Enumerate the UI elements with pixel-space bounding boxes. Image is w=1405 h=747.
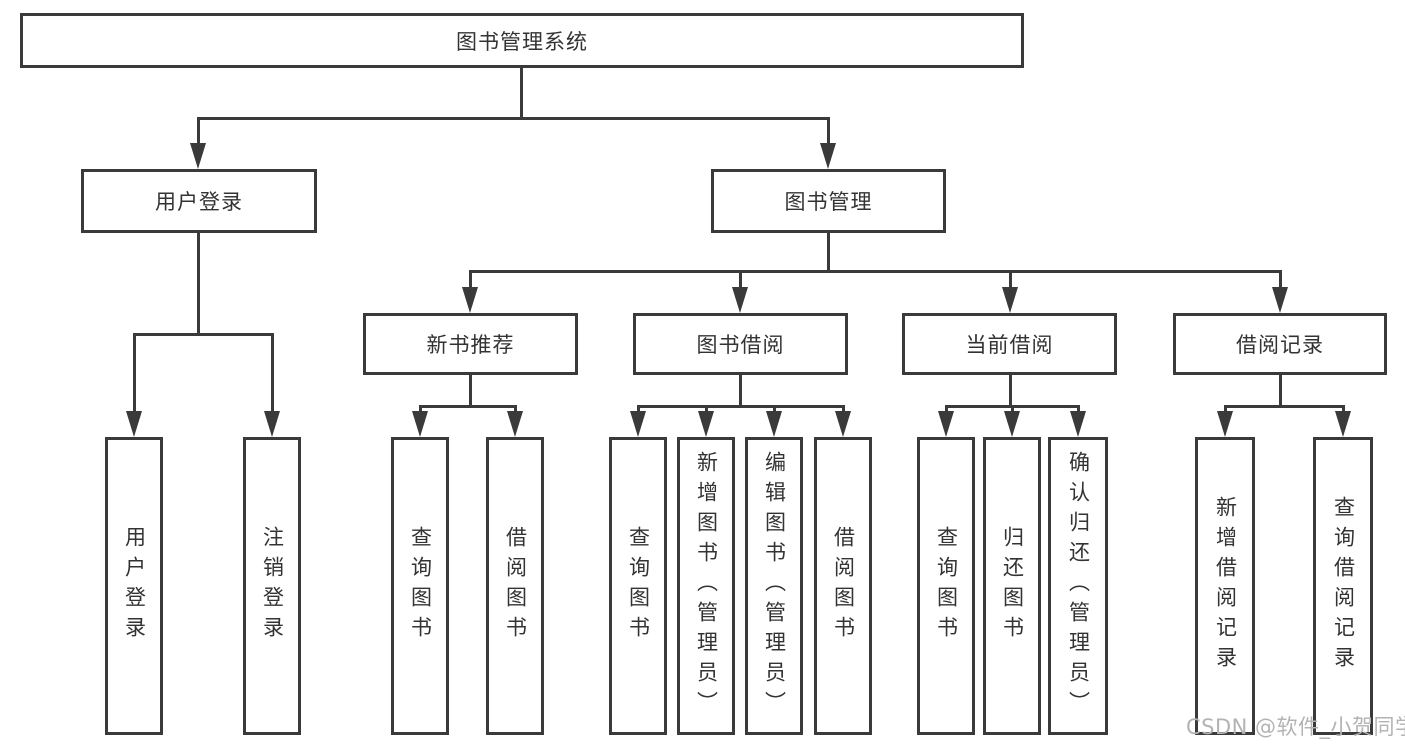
node-label: 当前借阅 — [965, 333, 1054, 357]
connector-line — [826, 117, 830, 145]
connector-line — [1008, 375, 1012, 408]
leaf-label: 新增图书（管理员） — [694, 451, 719, 721]
connector-line — [1008, 270, 1012, 289]
node-label: 图书借阅 — [696, 333, 785, 357]
node-new-book-recommend: 新书推荐 — [363, 313, 578, 375]
leaf-label: 确认归还（管理员） — [1066, 451, 1091, 721]
leaf-confirm-return-admin: 确认归还（管理员） — [1048, 437, 1108, 735]
connector-line — [636, 405, 845, 408]
arrow-down-icon — [412, 411, 428, 437]
arrow-down-icon — [264, 411, 280, 437]
leaf-edit-books-admin: 编辑图书（管理员） — [745, 437, 803, 735]
connector-line — [1341, 405, 1345, 414]
arrow-down-icon — [1217, 411, 1233, 437]
arrow-down-icon — [820, 143, 836, 169]
connector-line — [1010, 405, 1014, 414]
watermark: CSDN @软件_小贺同学 — [1186, 715, 1405, 739]
connector-line — [270, 333, 274, 413]
leaf-return-books: 归还图书 — [983, 437, 1041, 735]
node-label: 图书管理系统 — [456, 29, 588, 54]
connector-line — [132, 333, 274, 336]
node-book-borrow: 图书借阅 — [633, 313, 848, 375]
connector-line — [772, 405, 776, 414]
arrow-down-icon — [126, 411, 142, 437]
leaf-user-login: 用户登录 — [105, 437, 163, 735]
arrow-down-icon — [938, 411, 954, 437]
connector-line — [826, 233, 830, 273]
node-user-login: 用户登录 — [81, 169, 317, 233]
connector-line — [1076, 405, 1080, 414]
connector-line — [738, 375, 742, 408]
connector-line — [944, 405, 948, 414]
arrow-down-icon — [1004, 411, 1020, 437]
node-label: 用户登录 — [155, 190, 243, 214]
leaf-query-books-3: 查询图书 — [917, 437, 975, 735]
node-label: 借阅记录 — [1236, 333, 1324, 357]
leaf-query-books-1: 查询图书 — [391, 437, 449, 735]
connector-line — [738, 270, 742, 289]
connector-line — [468, 270, 472, 289]
leaf-logout: 注销登录 — [243, 437, 301, 735]
leaf-label: 用户登录 — [122, 526, 147, 646]
connector-line — [841, 405, 845, 414]
arrow-down-icon — [1070, 411, 1086, 437]
leaf-add-books-admin: 新增图书（管理员） — [677, 437, 735, 735]
connector-line — [519, 68, 523, 120]
leaf-borrow-books-2: 借阅图书 — [814, 437, 872, 735]
arrow-down-icon — [698, 411, 714, 437]
arrow-down-icon — [507, 411, 523, 437]
arrow-down-icon — [766, 411, 782, 437]
connector-line — [704, 405, 708, 414]
connector-line — [513, 405, 517, 414]
node-label: 图书管理 — [784, 190, 873, 214]
arrow-down-icon — [1335, 411, 1351, 437]
leaf-add-borrow-record: 新增借阅记录 — [1195, 437, 1255, 735]
connector-line — [196, 117, 200, 145]
leaf-label: 查询图书 — [408, 526, 433, 646]
leaf-label: 查询借阅记录 — [1331, 496, 1356, 676]
connector-line — [418, 405, 422, 414]
arrow-down-icon — [1002, 287, 1018, 313]
arrow-down-icon — [835, 411, 851, 437]
leaf-label: 注销登录 — [260, 526, 285, 646]
leaf-label: 借阅图书 — [831, 526, 856, 646]
node-library-system: 图书管理系统 — [20, 13, 1024, 68]
arrow-down-icon — [190, 143, 206, 169]
connector-line — [196, 233, 200, 336]
leaf-label: 借阅图书 — [503, 526, 528, 646]
leaf-query-books-2: 查询图书 — [609, 437, 667, 735]
leaf-borrow-books-1: 借阅图书 — [486, 437, 544, 735]
arrow-down-icon — [732, 287, 748, 313]
connector-line — [1278, 375, 1282, 408]
node-label: 新书推荐 — [426, 333, 515, 357]
connector-line — [1278, 270, 1282, 289]
leaf-label: 查询图书 — [626, 526, 651, 646]
leaf-label: 编辑图书（管理员） — [762, 451, 787, 721]
connector-line — [468, 270, 1282, 273]
node-book-management: 图书管理 — [711, 169, 946, 233]
arrow-down-icon — [462, 287, 478, 313]
arrow-down-icon — [630, 411, 646, 437]
leaf-label: 归还图书 — [1000, 526, 1025, 646]
connector-line — [418, 405, 517, 408]
connector-line — [132, 333, 136, 413]
connector-line — [1223, 405, 1345, 408]
leaf-label: 新增借阅记录 — [1213, 496, 1238, 676]
leaf-query-borrow-record: 查询借阅记录 — [1313, 437, 1373, 735]
connector-line — [636, 405, 640, 414]
node-borrow-records: 借阅记录 — [1173, 313, 1387, 375]
arrow-down-icon — [1272, 287, 1288, 313]
connector-line — [468, 375, 472, 408]
connector-line — [1223, 405, 1227, 414]
connector-line — [196, 117, 830, 120]
node-current-borrow: 当前借阅 — [902, 313, 1117, 375]
leaf-label: 查询图书 — [934, 526, 959, 646]
